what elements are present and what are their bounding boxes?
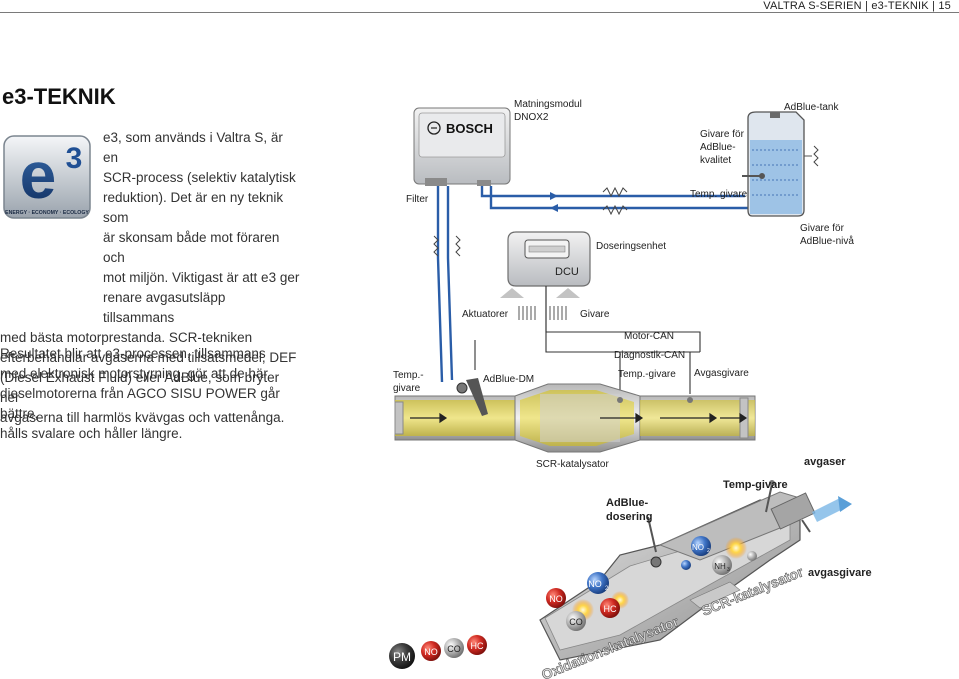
label-givare-kvalitet: AdBlue- <box>700 142 736 153</box>
intro-line: avgaserna till harmlös kvävgas och vatte… <box>0 410 285 425</box>
intro-line: med bästa motorprestanda. SCR-tekniken <box>0 330 253 345</box>
label-temp-givare-right: Temp.-givare <box>618 369 676 380</box>
header-rule <box>0 12 959 13</box>
intro-line: renare avgasutsläpp tillsammans <box>103 290 226 325</box>
actuator-arrow <box>500 288 524 298</box>
intro-line: reduktion). Det är en ny teknik som <box>103 190 284 225</box>
svg-text:3: 3 <box>66 142 83 175</box>
supply-module: BOSCH <box>413 107 511 186</box>
label-avgaser: avgaser <box>804 456 846 468</box>
bosch-logo-icon <box>427 121 441 135</box>
intro-line: efterbehandlar avgaserna med tillsatsmed… <box>0 350 297 365</box>
heater-symbols <box>433 186 628 257</box>
adblue-tank <box>742 111 819 217</box>
label-temp-givare-cutaway: Temp-givare <box>723 479 788 491</box>
label-avgasgivare: Avgasgivare <box>694 368 749 379</box>
intro-line: är skonsam både mot föraren och <box>103 230 280 265</box>
molecule-no2-right-sub: 2 <box>707 548 710 554</box>
intro-line: mot miljön. Viktigast är att e3 ger <box>103 270 300 285</box>
svg-text:e: e <box>20 138 57 212</box>
signal-bars <box>518 306 567 320</box>
label-givare-kvalitet: kvalitet <box>700 155 731 166</box>
result-paragraph: Resultatet blir att e3-processen, tillsa… <box>0 344 300 444</box>
label-adblue-dm: AdBlue-DM <box>483 374 534 385</box>
molecule-pm: PM <box>393 650 411 664</box>
label-diagnostik-can: Diagnostik-CAN <box>614 350 685 361</box>
intro-paragraph: e3, som används i Valtra S, är en SCR-pr… <box>0 128 300 428</box>
bosch-brand: BOSCH <box>446 121 493 136</box>
molecule-co: CO <box>447 644 461 654</box>
molecule-hc: HC <box>471 641 484 651</box>
result-line: Resultatet blir att e3-processen, tillsa… <box>0 346 266 361</box>
label-adblue-tank: AdBlue-tank <box>784 102 839 113</box>
molecule-nh3: NH <box>714 562 726 571</box>
exhaust-system <box>394 378 756 453</box>
sensor-arrow <box>556 288 580 298</box>
label-temp-givare-left: Temp.- <box>393 370 424 381</box>
molecule-no2-right: NO <box>692 543 704 552</box>
molecule-no-mid: NO <box>549 594 563 604</box>
page-title: e3-TEKNIK <box>2 84 116 109</box>
molecule-hc-mid: HC <box>604 604 617 614</box>
molecule-no2-mid: NO <box>588 579 602 589</box>
label-motor-can: Motor-CAN <box>624 331 674 342</box>
intro-line: (Diesel Exhaust Fluid) eller AdBlue, som… <box>0 370 280 405</box>
label-givare-niva: AdBlue-nivå <box>800 235 854 247</box>
label-givare: Givare <box>580 309 610 320</box>
dcu-label: DCU <box>555 266 579 278</box>
label-aktuatorer: Aktuatorer <box>462 309 509 320</box>
flow-arrows <box>550 192 558 212</box>
label-doseringsenhet: Doseringsenhet <box>596 241 666 252</box>
label-matningsmodul: Matningsmodul <box>514 99 582 110</box>
result-line: dieselmotorerna från AGCO SISU POWER går… <box>0 386 280 421</box>
signal-lines <box>474 286 701 394</box>
label-avgasgivare-cutaway: avgasgivare <box>808 567 872 579</box>
result-line: med elektronisk motorstyrning, gör att d… <box>0 366 268 381</box>
intro-line: SCR-process (selektiv katalytisk <box>103 170 296 185</box>
molecule-no2-mid-sub: 2 <box>605 586 609 592</box>
running-header: VALTRA S-SERIEN | e3-TEKNIK | 15 <box>763 0 951 12</box>
label-filter: Filter <box>406 194 429 205</box>
molecule-no: NO <box>424 647 438 657</box>
molecule-nh3-sub: 3 <box>727 567 730 573</box>
label-adblue-dosering: AdBlue- <box>606 497 649 509</box>
label-scr-katalysator: SCR-katalysator <box>536 459 609 470</box>
result-line: hålls svalare och håller längre. <box>0 426 183 441</box>
label-givare-kvalitet: Givare för <box>700 129 745 140</box>
molecule-co-mid: CO <box>569 617 583 627</box>
label-adblue-dosering: dosering <box>606 511 652 523</box>
dcu-unit: DCU <box>507 231 591 287</box>
molecules: PM NO CO HC NO NO 2 HC CO NO 2 NH 3 <box>389 536 757 669</box>
label-temp-givare-left: givare <box>393 383 421 394</box>
label-dnox2: DNOX2 <box>514 112 549 123</box>
intro-line: e3, som används i Valtra S, är en <box>103 130 283 165</box>
diagram-labels: Matningsmodul DNOX2 AdBlue-tank Givare f… <box>393 99 854 470</box>
svg-text:ENERGY · ECONOMY · ECOLOGY: ENERGY · ECONOMY · ECOLOGY <box>5 210 89 216</box>
label-givare-niva: Givare för <box>800 223 845 234</box>
catalyst-cutaway <box>539 480 852 661</box>
label-temp-givare-tank: Temp. givare <box>690 189 748 200</box>
e3-logo: e 3 ENERGY · ECONOMY · ECOLOGY <box>3 135 91 219</box>
